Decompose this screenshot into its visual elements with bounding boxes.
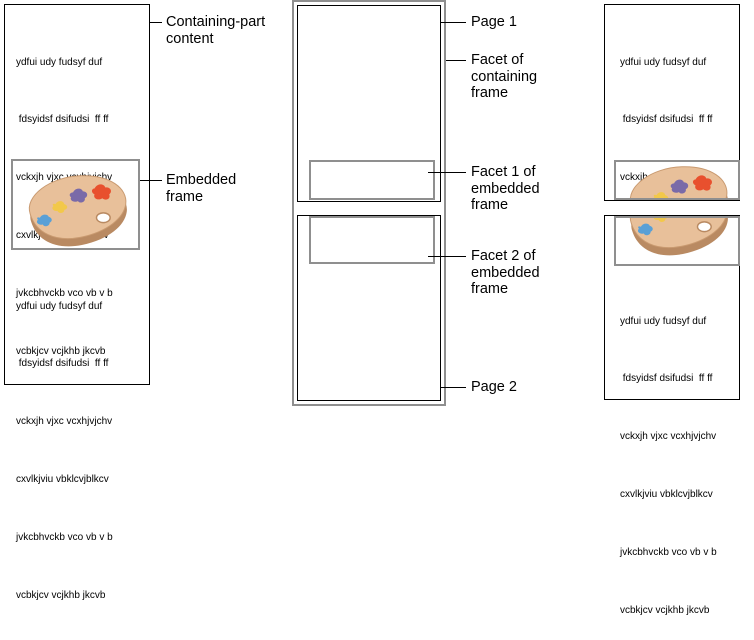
label-facet-containing: Facet of containing frame [471,52,538,101]
text-line: vcbkjcv vcjkhb jkcvb [16,346,106,358]
text-line: jvkcbhvckb vco vb v b [620,547,717,559]
text-line: jvkcbhvckb vco vb v b [16,532,113,544]
text-line: vcbkjcv vcjkhb jkcvb [16,590,106,602]
text-line: ydfui udy fudsyf duf [16,56,103,68]
text-line: vckxjh vjxc vcxhjvjchv [620,431,717,443]
text-line: ydfui udy fudsyf duf [620,56,707,68]
paint-palette-icon [629,165,729,198]
text-block-page-2: ydfui udy fudsyf duf fdsyidsf dsifudsi f… [620,273,717,640]
containing-frame-facet [292,0,446,406]
leader-line [428,172,466,173]
label-facet-2: Facet 2 of embedded frame [471,248,540,297]
leader-line [428,256,466,257]
embedded-facet-1-view [614,160,740,200]
text-line: ydfui udy fudsyf duf [620,315,707,327]
text-line: vcbkjcv vcjkhb jkcvb [620,605,710,617]
text-line: vckxjh vjxc vcxhjvjchv [16,416,113,428]
text-line: cxvlkjviu vbklcvjblkcv [16,474,109,486]
label-facet-1: Facet 1 of embedded frame [471,164,540,213]
embedded-frame [11,159,140,250]
text-line: fdsyidsf dsifudsi ff ff [16,358,109,370]
paint-palette-icon [28,174,128,247]
leader-line [140,180,162,181]
embedded-facet-2-view [614,216,740,266]
label-containing-part-content: Containing-part content [166,14,266,47]
page-1 [297,5,441,202]
label-page-2: Page 2 [471,379,517,395]
text-line: cxvlkjviu vbklcvjblkcv [620,489,713,501]
leader-line [446,60,466,61]
leader-line [441,22,466,23]
paint-palette-icon [629,218,729,256]
page-2 [297,215,441,401]
text-block-bottom: ydfui udy fudsyf duf fdsyidsf dsifudsi f… [16,258,113,625]
text-line: ydfui udy fudsyf duf [16,300,103,312]
text-line: fdsyidsf dsifudsi ff ff [620,373,713,385]
text-line: fdsyidsf dsifudsi ff ff [620,114,713,126]
leader-line [150,22,162,23]
text-line: fdsyidsf dsifudsi ff ff [16,114,109,126]
text-line: jvkcbhvckb vco vb v b [16,288,113,300]
embedded-facet-1 [309,160,435,200]
label-page-1: Page 1 [471,14,517,30]
embedded-facet-2 [309,216,435,264]
label-embedded-frame: Embedded frame [166,172,237,205]
leader-line [441,387,466,388]
